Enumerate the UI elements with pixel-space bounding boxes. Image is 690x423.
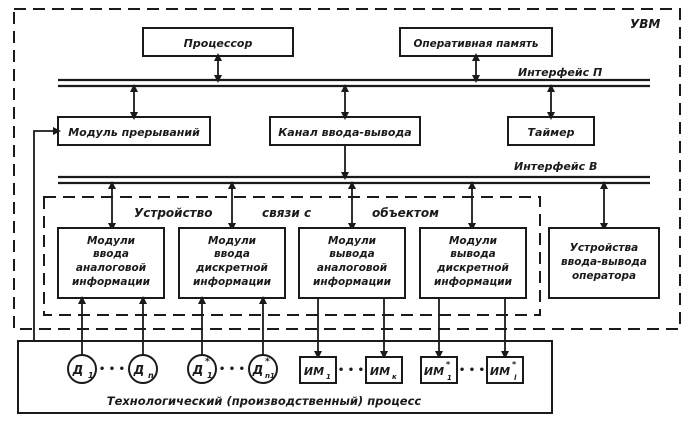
object-link-boundary [43,196,541,316]
uvm-boundary [13,8,681,330]
operator-io-line-1: Устройства [570,242,639,254]
module-analog-output-box [298,227,406,299]
actuator-discrete-first-label: ИМ [424,365,444,378]
ram-label: Оперативная память [413,38,538,50]
process-label: Технологический (производственный) проце… [107,394,422,408]
sensor-discrete-last-sup: * [265,357,270,367]
operator-io-line-2: ввода-вывода [561,256,647,268]
operator-io-box [548,227,660,299]
actuator-analog-last-sub: к [392,373,397,381]
interrupt-module-label: Модуль прерываний [68,126,200,139]
actuator-analog-last [365,356,403,384]
interface-b-label: Интерфейс В [514,160,597,173]
sensor-analog-dots: • • • [99,364,125,375]
sensor-discrete-dots: • • • [219,364,245,375]
processor-label: Процессор [184,37,253,50]
actuator-discrete-first-sub: 1 [447,374,452,382]
module-discrete-input-line-3: дискретной [195,262,268,274]
sensor-analog-last-label: Д [133,363,145,377]
actuator-discrete-last-sub: l [514,374,517,382]
module-discrete-input-line-2: ввода [214,248,250,260]
sensor-discrete-first [187,354,217,384]
actuator-analog-last-label: ИМ [370,365,390,378]
io-channel-label: Канал ввода-вывода [278,126,411,139]
module-discrete-input-line-1: Модули [208,235,257,247]
operator-io-line-3: оператора [572,270,636,282]
sensor-analog-last-sub: n [148,371,154,380]
actuator-discrete-last [486,356,524,384]
sensor-discrete-first-sup: * [205,357,210,367]
object-link-word-3: объектом [372,206,439,220]
module-analog-input-line-2: ввода [93,248,129,260]
module-analog-output-line-3: аналоговой [317,262,388,274]
sensor-discrete-last [248,354,278,384]
module-analog-input-box [57,227,165,299]
interface-a-label: Интерфейс П [518,66,602,79]
actuator-analog-dots: • • • [338,365,364,376]
sensor-analog-last [128,354,158,384]
module-discrete-output-line-4: информации [434,276,513,288]
object-link-word-1: Устройство [134,206,212,220]
module-analog-output-line-1: Модули [328,235,377,247]
module-analog-input-line-4: информации [72,276,151,288]
timer-label: Таймер [528,126,575,139]
actuator-discrete-first-sup: * [446,360,451,369]
sensor-discrete-last-sub: n1 [265,372,275,380]
process-box [17,340,553,414]
module-analog-output-line-2: вывода [329,248,375,260]
module-analog-input-line-1: Модули [87,235,136,247]
interrupt-module-box [57,116,211,146]
interrupt-feedback-line [33,127,61,341]
module-discrete-input-line-4: информации [193,276,272,288]
sensor-discrete-first-label: Д [192,363,204,377]
sensor-analog-first-label: Д [72,363,84,377]
sensor-analog-first-sub: 1 [88,371,94,380]
sensor-analog-first [67,354,97,384]
module-analog-output-line-4: информации [313,276,392,288]
actuator-discrete-dots: • • • [459,365,485,376]
io-channel-box [269,116,421,146]
actuator-discrete-first [420,356,458,384]
timer-box [507,116,595,146]
uvm-label: УВМ [630,17,660,31]
module-discrete-output-line-1: Модули [449,235,498,247]
sensor-discrete-first-sub: 1 [207,371,213,380]
module-discrete-output-line-3: дискретной [436,262,509,274]
sensor-discrete-last-label: Д [252,363,264,377]
actuator-analog-first-sub: 1 [326,373,331,381]
actuator-analog-first-label: ИМ [304,365,324,378]
module-discrete-output-line-2: вывода [450,248,496,260]
module-discrete-output-box [419,227,527,299]
actuator-discrete-last-label: ИМ [490,365,510,378]
actuator-analog-first [299,356,337,384]
object-link-word-2: связи с [262,206,311,220]
module-discrete-input-box [178,227,286,299]
module-analog-input-line-3: аналоговой [76,262,147,274]
actuator-discrete-last-sup: * [512,360,517,369]
